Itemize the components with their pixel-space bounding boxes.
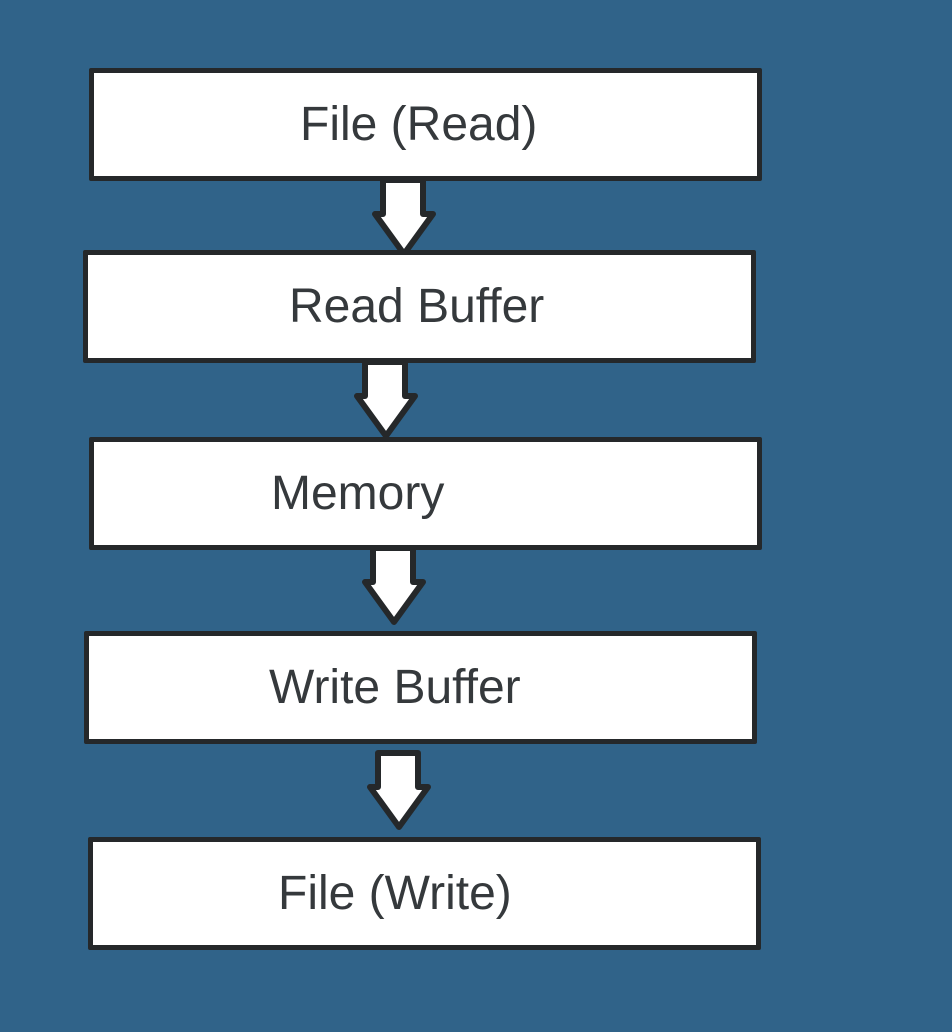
read-buffer-label: Read Buffer	[289, 279, 545, 333]
arrow-down-icon	[372, 177, 436, 257]
arrow-down-icon	[367, 750, 431, 830]
arrow-down-icon	[354, 359, 418, 439]
file-read-box: File (Read)	[89, 68, 762, 181]
arrow-down-icon	[362, 545, 426, 625]
file-read-label: File (Read)	[300, 97, 538, 151]
file-write-box: File (Write)	[88, 837, 761, 950]
memory-label: Memory	[271, 466, 445, 520]
write-buffer-label: Write Buffer	[269, 660, 521, 714]
read-buffer-box: Read Buffer	[83, 250, 756, 363]
memory-box: Memory	[89, 437, 762, 550]
write-buffer-box: Write Buffer	[84, 631, 757, 744]
file-write-label: File (Write)	[278, 866, 512, 920]
